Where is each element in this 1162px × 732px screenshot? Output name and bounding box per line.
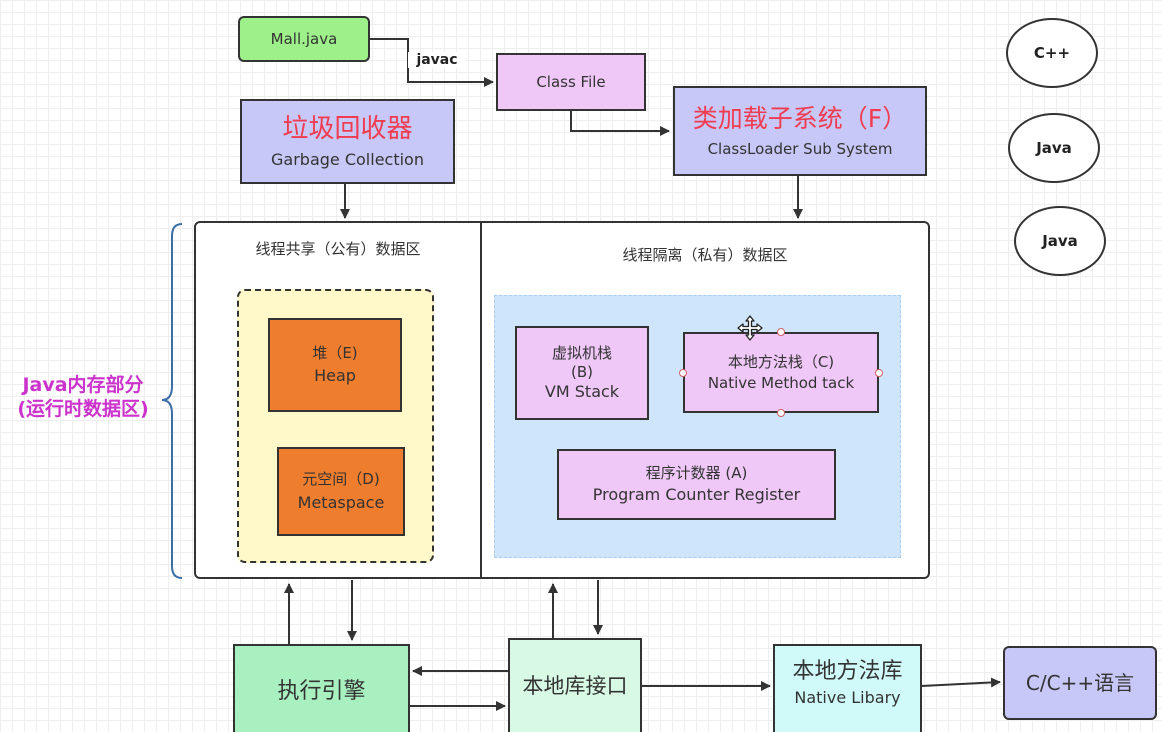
native-stack-subtitle: Native Method tack [707,373,855,392]
execution-engine-box[interactable]: 执行引擎 [233,644,410,732]
native-library-box[interactable]: 本地方法库 Native Libary [773,644,922,732]
native-interface-label: 本地库接口 [522,673,628,698]
lang-java-2-label: Java [1042,232,1078,250]
metaspace-title: 元空间（D) [302,470,380,489]
heap-box[interactable]: 堆（E) Heap [268,318,402,412]
arrow-library-to-language [921,677,1001,688]
shared-area-title: 线程共享（公有）数据区 [255,240,421,258]
javac-label: javac [408,52,466,68]
vm-stack-box[interactable]: 虚拟机栈 (B) VM Stack [515,326,649,420]
pc-register-box[interactable]: 程序计数器 (A) Program Counter Register [557,449,836,520]
classloader-box[interactable]: 类加载子系统（F） ClassLoader Sub System [673,86,927,176]
vm-stack-title: 虚拟机栈 [551,344,612,363]
vm-stack-subtitle: VM Stack [544,381,620,401]
selection-handle-right[interactable] [875,369,883,377]
gc-title: 垃圾回收器 [282,114,413,145]
source-file-box[interactable]: Mall.java [238,16,370,62]
native-library-subtitle: Native Libary [794,687,901,707]
class-file-box[interactable]: Class File [496,53,646,111]
heap-subtitle: Heap [314,366,356,386]
c-language-label: C/C++语言 [1025,670,1135,695]
selection-handle-top[interactable] [777,328,785,336]
native-stack-box[interactable]: 本地方法栈（C) Native Method tack [683,332,879,413]
gc-subtitle: Garbage Collection [271,149,424,169]
move-cursor-icon [737,315,763,341]
gc-box[interactable]: 垃圾回收器 Garbage Collection [240,99,455,184]
heap-title: 堆（E) [312,343,358,362]
native-stack-title: 本地方法栈（C) [727,352,835,371]
pc-register-title: 程序计数器 (A) [645,464,748,483]
classloader-subtitle: ClassLoader Sub System [707,140,893,159]
classloader-title: 类加载子系统（F） [692,104,908,133]
execution-engine-label: 执行引擎 [277,679,366,705]
runtime-divider [480,222,482,578]
lang-ellipse-java-2[interactable]: Java [1014,206,1106,276]
native-interface-box[interactable]: 本地库接口 [508,638,642,732]
c-language-box[interactable]: C/C++语言 [1003,646,1157,720]
metaspace-subtitle: Metaspace [297,492,385,512]
lang-java-1-label: Java [1036,139,1072,157]
pc-register-subtitle: Program Counter Register [592,484,801,504]
lang-ellipse-cpp[interactable]: C++ [1006,18,1098,88]
selection-handle-bottom[interactable] [777,409,785,417]
lang-ellipse-java-1[interactable]: Java [1008,113,1100,183]
memory-brace [161,223,183,579]
selection-handle-left[interactable] [679,369,687,377]
memory-label-line1: Java内存部分 [22,374,144,396]
private-area-title: 线程隔离（私有）数据区 [622,246,788,264]
native-library-title: 本地方法库 [792,659,903,685]
memory-label: Java内存部分 (运行时数据区) [2,374,164,422]
arrow-classfile-to-classloader [570,111,670,136]
vm-stack-id: (B) [571,363,593,381]
metaspace-box[interactable]: 元空间（D) Metaspace [277,447,405,536]
source-file-label: Mall.java [270,29,338,48]
memory-label-line2: (运行时数据区) [17,397,149,420]
lang-cpp-label: C++ [1033,44,1071,62]
class-file-label: Class File [536,72,606,91]
